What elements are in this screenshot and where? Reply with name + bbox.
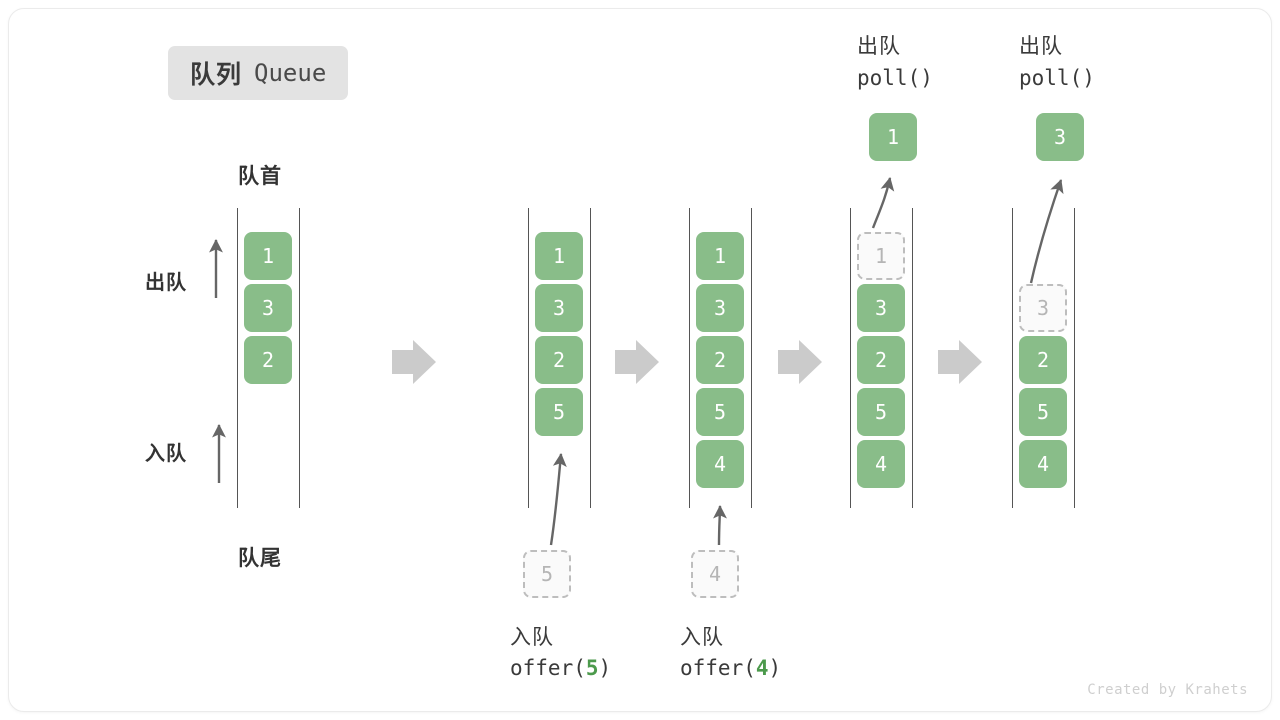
offer5-code-prefix: offer( [510, 656, 586, 680]
queue-cell: 3 [535, 284, 583, 332]
offer4-code-value: 4 [755, 656, 769, 680]
queue-cell: 1 [535, 232, 583, 280]
title-english: Queue [254, 59, 327, 87]
enqueue-direction-label: 入队 [145, 443, 187, 465]
queue-cell: 1 [244, 232, 292, 280]
rail-left-col1 [237, 208, 238, 508]
offer4-code-prefix: offer( [680, 656, 756, 680]
popped-element: 3 [1036, 113, 1084, 161]
poll1-caption-cn: 出队 [857, 35, 901, 58]
poll3-caption-code: poll() [1019, 66, 1095, 90]
incoming-element-ghost: 5 [523, 550, 571, 598]
poll1-caption-code: poll() [857, 66, 933, 90]
queue-tail-label: 队尾 [238, 547, 282, 570]
queue-cell: 2 [535, 336, 583, 384]
rail-left-col3 [689, 208, 690, 508]
offer4-code-suffix: ) [768, 656, 782, 680]
offer4-caption-code: offer(4) [680, 656, 781, 680]
queue-cell: 5 [696, 388, 744, 436]
queue-cell: 4 [1019, 440, 1067, 488]
rail-right-col4 [912, 208, 913, 508]
rail-right-col5 [1074, 208, 1075, 508]
title-chinese: 队列 [190, 61, 243, 89]
popped-element: 1 [869, 113, 917, 161]
queue-cell: 5 [535, 388, 583, 436]
offer5-code-value: 5 [585, 656, 599, 680]
queue-cell: 3 [857, 284, 905, 332]
dequeue-direction-label: 出队 [145, 272, 187, 294]
rail-left-col4 [850, 208, 851, 508]
offer4-caption-cn: 入队 [680, 626, 724, 649]
queue-cell: 4 [857, 440, 905, 488]
queue-cell: 5 [857, 388, 905, 436]
queue-cell: 5 [1019, 388, 1067, 436]
queue-head-label: 队首 [238, 165, 282, 188]
poll3-caption-cn: 出队 [1019, 35, 1063, 58]
offer5-caption-cn: 入队 [510, 626, 554, 649]
rail-right-col2 [590, 208, 591, 508]
outgoing-element-ghost: 1 [857, 232, 905, 280]
offer5-caption-code: offer(5) [510, 656, 611, 680]
rail-left-col2 [528, 208, 529, 508]
offer5-code-suffix: ) [598, 656, 612, 680]
incoming-element-ghost: 4 [691, 550, 739, 598]
diagram-card [8, 8, 1272, 712]
rail-left-col5 [1012, 208, 1013, 508]
queue-cell: 3 [696, 284, 744, 332]
outgoing-element-ghost: 3 [1019, 284, 1067, 332]
queue-cell: 3 [244, 284, 292, 332]
queue-cell: 2 [696, 336, 744, 384]
queue-cell: 4 [696, 440, 744, 488]
rail-right-col3 [751, 208, 752, 508]
queue-cell: 1 [696, 232, 744, 280]
diagram-title-badge: 队列 Queue [168, 46, 349, 100]
footer-credit: Created by Krahets [1087, 682, 1248, 698]
queue-cell: 2 [244, 336, 292, 384]
queue-cell: 2 [857, 336, 905, 384]
rail-right-col1 [299, 208, 300, 508]
queue-cell: 2 [1019, 336, 1067, 384]
